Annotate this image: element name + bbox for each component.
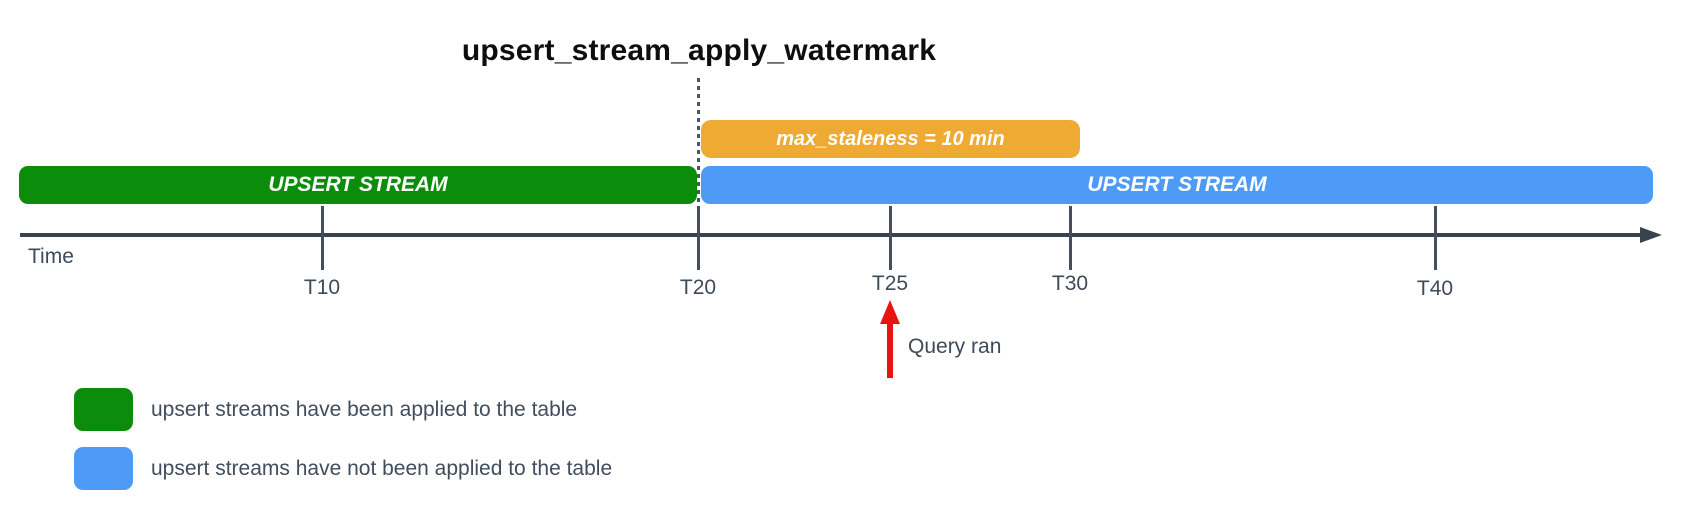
upsert-stream-not-applied-bar: UPSERT STREAM — [701, 166, 1653, 204]
max-staleness-bar: max_staleness = 10 min — [701, 120, 1080, 158]
tick-label-t10: T10 — [303, 276, 341, 299]
tick-label-t20: T20 — [679, 276, 717, 299]
tick-t25 — [889, 206, 892, 270]
tick-t30 — [1069, 206, 1072, 270]
legend-label-applied: upsert streams have been applied to the … — [151, 397, 578, 421]
tick-t40 — [1434, 206, 1437, 270]
tick-label-t25: T25 — [871, 272, 909, 295]
tick-label-t40: T40 — [1416, 277, 1454, 300]
watermark-dashed-line — [697, 78, 700, 208]
legend-item-applied: upsert streams have been applied to the … — [74, 388, 577, 431]
diagram-title: upsert_stream_apply_watermark — [461, 34, 937, 67]
max-staleness-bar-label: max_staleness = 10 min — [776, 127, 1005, 150]
time-axis-line — [20, 233, 1642, 237]
time-axis-arrowhead-icon — [1640, 227, 1662, 243]
legend-swatch-green — [74, 388, 133, 431]
upsert-stream-applied-bar: UPSERT STREAM — [19, 166, 697, 204]
legend-item-not-applied: upsert streams have not been applied to … — [74, 447, 612, 490]
upsert-stream-applied-bar-label: UPSERT STREAM — [268, 173, 448, 196]
query-ran-arrow-icon — [880, 300, 900, 324]
time-axis-label: Time — [28, 245, 74, 268]
tick-t10 — [321, 206, 324, 270]
tick-t20 — [697, 206, 700, 270]
tick-label-t30: T30 — [1051, 272, 1089, 295]
legend-label-not-applied: upsert streams have not been applied to … — [151, 456, 613, 480]
query-ran-arrow-shaft — [887, 322, 893, 378]
upsert-stream-not-applied-bar-label: UPSERT STREAM — [1087, 173, 1267, 196]
legend-swatch-blue — [74, 447, 133, 490]
query-ran-label: Query ran — [908, 335, 1002, 358]
